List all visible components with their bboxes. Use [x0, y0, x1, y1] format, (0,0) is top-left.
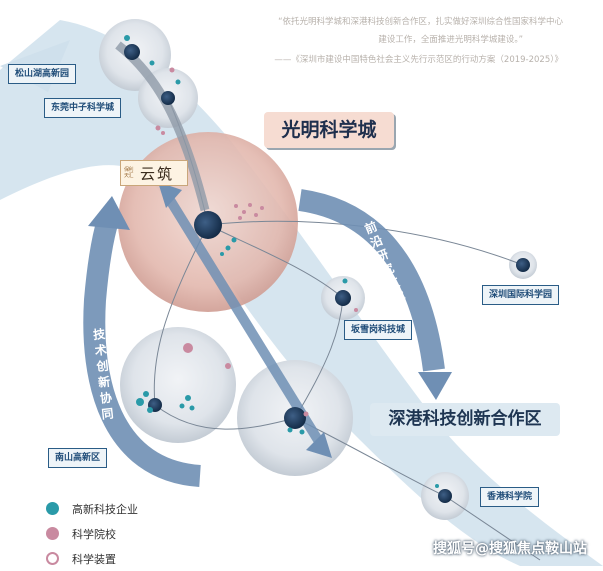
- core-bantian: [335, 290, 351, 306]
- core-songshan: [124, 44, 140, 60]
- right-arc-arrow: [298, 189, 445, 372]
- tag-nanshan: 南山高新区: [48, 448, 108, 468]
- tag-dongguan: 东莞中子科学城: [44, 98, 122, 118]
- tag-hongkong: 香港科学院: [480, 487, 540, 507]
- legend-dot-pink: [46, 527, 59, 540]
- quote-line-1: “依托光明科学城和深港科技创新合作区，扎实做好深圳综合性国家科学中心: [278, 17, 563, 27]
- quote-source: ——《深圳市建设中国特色社会主义先行示范区的行动方案（2019-2025）》: [274, 55, 563, 65]
- core-shengang: [284, 407, 306, 429]
- core-hongkong: [438, 489, 452, 503]
- core-dongguan: [161, 91, 175, 105]
- tag-songshan: 松山湖高新园: [8, 64, 77, 84]
- legend-item-facilities: 科学装置: [46, 546, 138, 571]
- legend: 高新科技企业 科学院校 科学装置: [46, 496, 138, 571]
- facility-icon: [46, 552, 59, 565]
- left-arc-arrow: [83, 216, 202, 487]
- right-arc-arrow-head: [418, 372, 452, 400]
- legend-item-companies: 高新科技企业: [46, 496, 138, 521]
- tag-bantian: 坂雪岗科技城: [344, 320, 413, 340]
- watermark: 搜狐号@搜狐焦点鞍山站: [433, 541, 587, 557]
- tag-shenzhen-intl: 深圳国际科学园: [482, 285, 560, 305]
- institute-dots: [155, 67, 358, 417]
- guangming-title: 光明科学城: [264, 112, 394, 148]
- core-guangming: [194, 211, 222, 239]
- main-flow-diagonal-head-top: [158, 182, 182, 208]
- sphere-nanshan: [120, 327, 236, 443]
- main-flow-diagonal: [165, 197, 323, 443]
- main-flow-diagonal-head-bottom: [306, 432, 332, 458]
- core-shenzhen-intl: [516, 258, 530, 272]
- legend-label: 高新科技企业: [72, 502, 138, 516]
- legend-label: 科学院校: [72, 527, 116, 541]
- legend-dot-teal: [46, 502, 59, 515]
- legend-label: 科学装置: [72, 552, 116, 566]
- yunzhu-name: 云筑: [140, 164, 175, 183]
- company-dots: [124, 35, 439, 488]
- quote-line-2: 建设工作，全面推进光明科学城建设。”: [378, 35, 523, 45]
- shengang-title: 深港科技创新合作区: [370, 403, 560, 436]
- left-arc-arrow-head: [88, 196, 130, 230]
- yunzhu-badge: 保利天汇 云筑: [120, 160, 188, 186]
- yunzhu-brand: 保利天汇: [124, 167, 134, 179]
- legend-item-institutes: 科学院校: [46, 521, 138, 546]
